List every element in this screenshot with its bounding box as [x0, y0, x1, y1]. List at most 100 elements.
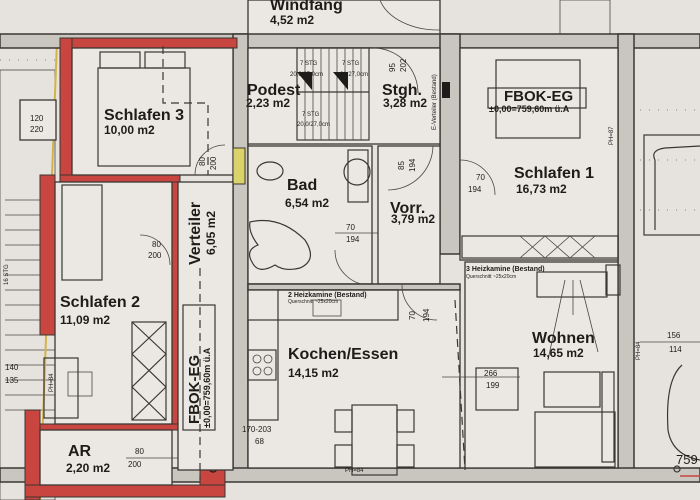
room-ar: [39, 429, 173, 486]
stairs-dim: 20,0/27,0cm: [297, 122, 330, 128]
armchair: [475, 367, 519, 411]
dim-width: 95: [388, 63, 397, 72]
wall-center-right: [439, 33, 461, 255]
grid-lines: [0, 59, 700, 211]
room-area-schlafen-1: 16,73 m2: [516, 182, 567, 196]
room-area-podest: 2,23 m2: [246, 96, 290, 110]
stairs-left-label: 16 STG: [4, 264, 10, 285]
stairs-dim: 20,0/27,0cm: [290, 72, 323, 78]
staircase: 7 STG 20,0/27,0cm 7 STG 21/27,0cm 7 STG …: [290, 47, 370, 141]
stairs-label: 7 STG: [302, 112, 320, 118]
dining-table: [334, 404, 415, 476]
dim-width: 156: [667, 331, 681, 340]
dim-width: 170-203: [242, 425, 272, 434]
room-name-stgh: Stgh.: [382, 82, 422, 99]
desk: [43, 357, 79, 419]
sink-icon: [343, 158, 371, 186]
room-name-schlafen-1: Schlafen 1: [514, 165, 594, 182]
parapet-height: PH=84: [636, 341, 642, 360]
querschnitt-label: Querschnitt ~25x20cm: [288, 299, 338, 305]
dim-height: 194: [408, 158, 417, 172]
level-mark-top: FBOK-EG ±0,00=759,60m ü.A: [487, 87, 587, 114]
room-name-ar: AR: [68, 443, 92, 460]
level-mark-value: ±0,00=759,60m ü.A: [202, 347, 212, 428]
dim-height: 202: [399, 58, 408, 72]
bed-icon: [495, 59, 581, 139]
exterior-right: 156 114 759: [640, 134, 700, 477]
room-area-ar: 2,20 m2: [66, 461, 110, 475]
dim-width: 70: [346, 223, 355, 232]
dim-width: 80: [135, 447, 144, 456]
stove-fireplace: [536, 271, 608, 298]
dim-width: 120: [30, 114, 44, 123]
toilet-icon: [256, 161, 284, 181]
dim-height: 194: [468, 185, 482, 194]
dim-height: 200: [209, 156, 218, 170]
room-area-kochen-essen: 14,15 m2: [288, 366, 339, 380]
dim-height: 194: [422, 308, 431, 322]
left-dim-2: 135: [5, 376, 19, 385]
dim-width: 80: [198, 157, 207, 166]
level-mark-title: FBOK-EG: [186, 355, 203, 424]
dim-height: 199: [486, 381, 500, 390]
room-area-bad: 6,54 m2: [285, 196, 329, 210]
dim-width: 70: [408, 311, 417, 320]
sink-icon: [312, 299, 342, 317]
wall-right: [617, 33, 635, 475]
room-area-schlafen-2: 11,09 m2: [60, 313, 110, 327]
dim-height: 68: [255, 437, 264, 446]
sofa: [534, 371, 616, 468]
room-name-kochen-essen: Kochen/Essen: [288, 346, 398, 363]
level-mark-title: FBOK-EG: [504, 88, 573, 105]
dim-height: 114: [669, 345, 682, 354]
chimney-hatch: [232, 147, 246, 185]
bed-icon: [61, 184, 103, 281]
room-name-schlafen-2: Schlafen 2: [60, 294, 140, 311]
dim-width: 70: [476, 173, 485, 182]
level-mark-vertical: FBOK-EG ±0,00=759,60m ü.A: [182, 304, 216, 431]
room-stairwell: [247, 47, 441, 145]
room-area-wohnen: 14,65 m2: [533, 346, 584, 360]
kitchen-counter: [277, 289, 399, 321]
dim-height: 194: [346, 235, 360, 244]
querschnitt-label: Querschnitt ~25x20cm: [466, 274, 516, 280]
wardrobe: [461, 235, 619, 259]
elevation-label: 759: [676, 452, 698, 467]
room-area-windfang: 4,52 m2: [270, 13, 314, 27]
room-verteiler: [177, 181, 234, 471]
room-name-wohnen: Wohnen: [532, 330, 595, 347]
heizkamine-label: 3 Heizkamine (Bestand): [466, 266, 545, 273]
electrical-panel: [442, 82, 450, 98]
stairs-label: 7 STG: [300, 61, 318, 67]
room-name-windfang: Windfang: [270, 0, 343, 14]
parapet-height: PH=84: [49, 373, 55, 392]
room-area-schlafen-3: 10,00 m2: [104, 123, 155, 137]
door-swing: [194, 144, 226, 176]
room-schlafen-2: [54, 181, 173, 425]
stairs-dim: 21/27,0cm: [340, 72, 368, 78]
room-schlafen-3: [71, 47, 234, 176]
room-wohnen: [464, 261, 619, 469]
dim-width: 80: [152, 240, 161, 249]
wardrobe: [131, 321, 167, 421]
level-mark-value: ±0,00=759,60m ü.A: [489, 104, 570, 114]
stairs-label: 7 STG: [342, 61, 360, 67]
room-name-schlafen-3: Schlafen 3: [104, 107, 184, 124]
room-bad: [247, 145, 373, 285]
room-area-stgh: 3,28 m2: [383, 96, 427, 110]
room-area-verteiler: 6,05 m2: [204, 211, 218, 255]
bathtub-icon: [248, 219, 311, 271]
room-name-bad: Bad: [287, 177, 317, 194]
e-verteiler-label: E-Verteiler (Bestand): [432, 74, 438, 130]
room-area-vorr: 3,79 m2: [391, 212, 435, 226]
dim-height: 200: [128, 460, 142, 469]
room-name-vorr: Vorr.: [390, 200, 425, 217]
dim-height: 200: [148, 251, 162, 260]
door-swing: [379, 0, 441, 31]
room-schlafen-1: [459, 47, 619, 261]
bed-icon: [97, 67, 191, 167]
dim-width: 85: [397, 161, 406, 170]
dim-width: 266: [484, 369, 498, 378]
room-name-podest: Podest: [247, 82, 301, 99]
